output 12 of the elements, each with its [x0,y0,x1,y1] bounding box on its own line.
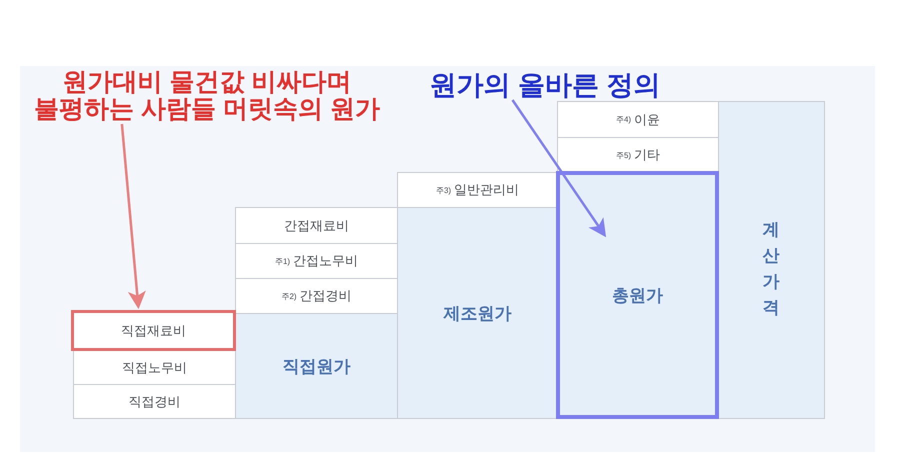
shaded-block: 제조원가 [397,207,558,419]
arrow [511,99,606,238]
arrow [120,124,146,310]
shaded-block: 직접원가 [235,313,398,419]
table-cell: 간접재료비 [235,207,398,244]
shaded-block: 계산가격 [718,101,825,419]
highlighted-block: 총원가 [556,171,719,419]
highlighted-cell: 직접재료비 [71,310,236,351]
callout-text: 원가대비 물건값 비싸다며 불평하는 사람들 머릿속의 원가 [22,68,392,124]
callout-text: 원가의 올바른 정의 [420,70,670,100]
table-cell: 직접경비 [73,384,236,419]
table-cell: 직접노무비 [73,350,236,385]
